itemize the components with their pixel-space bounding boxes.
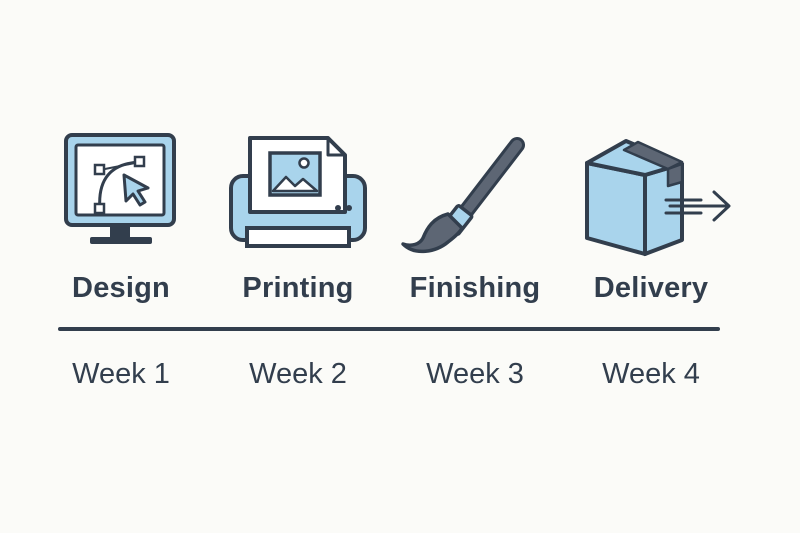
shipping-box-icon [566, 128, 736, 258]
week-label-2: Week 2 [249, 358, 347, 390]
step-label-printing: Printing [242, 272, 354, 304]
week-label-1: Week 1 [72, 358, 170, 390]
paintbrush-icon [390, 128, 560, 258]
step-label-finishing: Finishing [409, 272, 541, 304]
step-label-delivery: Delivery [593, 272, 709, 304]
monitor-vector-design-icon [36, 128, 206, 258]
week-label-4: Week 4 [602, 358, 700, 390]
printer-icon [213, 128, 383, 258]
week-label-3: Week 3 [426, 358, 524, 390]
step-label-design: Design [72, 272, 170, 304]
timeline-line [58, 327, 720, 331]
